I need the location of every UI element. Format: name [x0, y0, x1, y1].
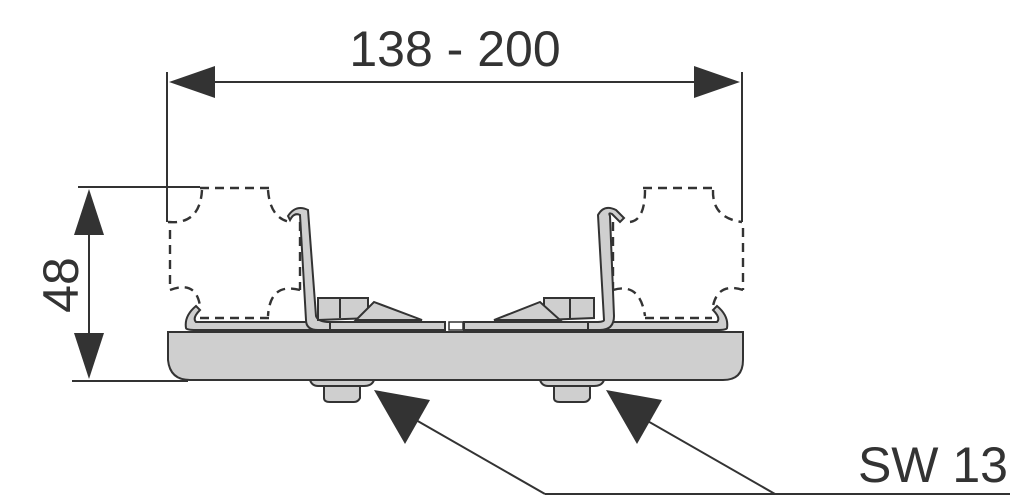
- center-gap: [448, 321, 464, 331]
- callout-leader-left: [394, 407, 546, 495]
- width-dimension: 138 - 200: [166, 21, 743, 222]
- height-label: 48: [33, 257, 89, 313]
- callout-leader-right: [624, 407, 776, 495]
- bottom-nut-right: [538, 379, 606, 403]
- arrow-callout-left-icon: [374, 390, 430, 444]
- arrow-callout-right-icon: [606, 390, 662, 444]
- channel-left: [184, 207, 446, 331]
- channel-right: [463, 206, 729, 331]
- callout-label: SW 13: [858, 437, 1008, 493]
- arrow-left-icon: [169, 66, 215, 98]
- base-plate: [167, 331, 744, 381]
- dashed-profile-right: [611, 186, 745, 320]
- arrow-right-icon: [694, 66, 740, 98]
- height-dimension: 48: [33, 186, 200, 382]
- width-label: 138 - 200: [349, 21, 560, 77]
- dashed-profile-left: [167, 186, 302, 320]
- arrow-up-icon: [74, 189, 104, 235]
- callout-sw13: SW 13: [374, 390, 1010, 495]
- arrow-down-icon: [74, 333, 104, 379]
- bottom-nut-left: [308, 379, 376, 403]
